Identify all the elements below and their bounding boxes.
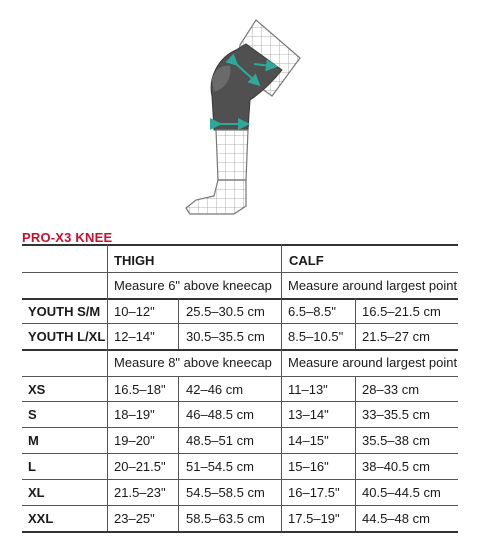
table-rule <box>22 401 458 402</box>
calf-inches: 8.5–10.5" <box>288 329 344 344</box>
calf-cm: 16.5–21.5 cm <box>362 304 441 319</box>
thigh-header: THIGH <box>114 253 155 268</box>
adult-thigh-note: Measure 8" above kneecap <box>114 355 272 370</box>
column-divider <box>281 244 282 531</box>
thigh-inches: 19–20" <box>114 433 155 448</box>
table-bottom-rule <box>22 531 458 533</box>
table-rule <box>22 376 458 377</box>
calf-cm: 21.5–27 cm <box>362 329 430 344</box>
table-rule <box>22 427 458 428</box>
calf-header: CALF <box>289 253 324 268</box>
column-divider <box>355 298 356 349</box>
table-rule <box>22 453 458 454</box>
thigh-cm: 42–46 cm <box>186 382 244 397</box>
thigh-cm: 58.5–63.5 cm <box>186 511 265 526</box>
thigh-inches: 16.5–18" <box>114 382 166 397</box>
thigh-cm: 25.5–30.5 cm <box>186 304 265 319</box>
size-label: M <box>28 433 39 448</box>
thigh-cm: 54.5–58.5 cm <box>186 485 265 500</box>
calf-cm: 28–33 cm <box>362 382 420 397</box>
thigh-inches: 20–21.5" <box>114 459 166 474</box>
table-rule <box>22 298 458 300</box>
calf-cm: 35.5–38 cm <box>362 433 430 448</box>
thigh-inches: 12–14" <box>114 329 155 344</box>
table-rule <box>22 272 458 273</box>
calf-cm: 38–40.5 cm <box>362 459 430 474</box>
thigh-inches: 23–25" <box>114 511 155 526</box>
table-rule <box>22 349 458 351</box>
calf-inches: 11–13" <box>288 382 328 397</box>
thigh-cm: 30.5–35.5 cm <box>186 329 265 344</box>
column-divider <box>355 376 356 531</box>
calf-cm: 44.5–48 cm <box>362 511 430 526</box>
size-label: XL <box>28 485 45 500</box>
table-rule <box>22 323 458 324</box>
size-label: S <box>28 407 37 422</box>
youth-calf-note: Measure around largest point <box>288 278 458 293</box>
youth-thigh-note: Measure 6" above kneecap <box>114 278 272 293</box>
thigh-inches: 21.5–23" <box>114 485 166 500</box>
size-label: L <box>28 459 36 474</box>
table-top-rule <box>22 244 458 246</box>
adult-calf-note: Measure around largest point <box>288 355 458 370</box>
thigh-inches: 18–19" <box>114 407 155 422</box>
thigh-cm: 48.5–51 cm <box>186 433 254 448</box>
calf-inches: 14–15" <box>288 433 329 448</box>
size-label: XS <box>28 382 46 397</box>
calf-cm: 40.5–44.5 cm <box>362 485 441 500</box>
size-label: YOUTH S/M <box>28 304 101 319</box>
calf-inches: 13–14" <box>288 407 329 422</box>
thigh-cm: 51–54.5 cm <box>186 459 254 474</box>
thigh-cm: 46–48.5 cm <box>186 407 254 422</box>
table-rule <box>22 505 458 506</box>
calf-inches: 15–16" <box>288 459 329 474</box>
column-divider <box>178 376 179 531</box>
calf-inches: 17.5–19" <box>288 511 340 526</box>
product-title: PRO-X3 KNEE <box>22 230 113 245</box>
size-label: YOUTH L/XL <box>28 329 106 344</box>
thigh-inches: 10–12" <box>114 304 155 319</box>
column-divider <box>178 298 179 349</box>
knee-sleeve-leg-icon <box>0 0 480 225</box>
calf-inches: 16–17.5" <box>288 485 340 500</box>
size-label: XXL <box>28 511 54 526</box>
column-divider <box>107 244 108 531</box>
calf-inches: 6.5–8.5" <box>288 304 336 319</box>
calf-cm: 33–35.5 cm <box>362 407 430 422</box>
table-rule <box>22 479 458 480</box>
